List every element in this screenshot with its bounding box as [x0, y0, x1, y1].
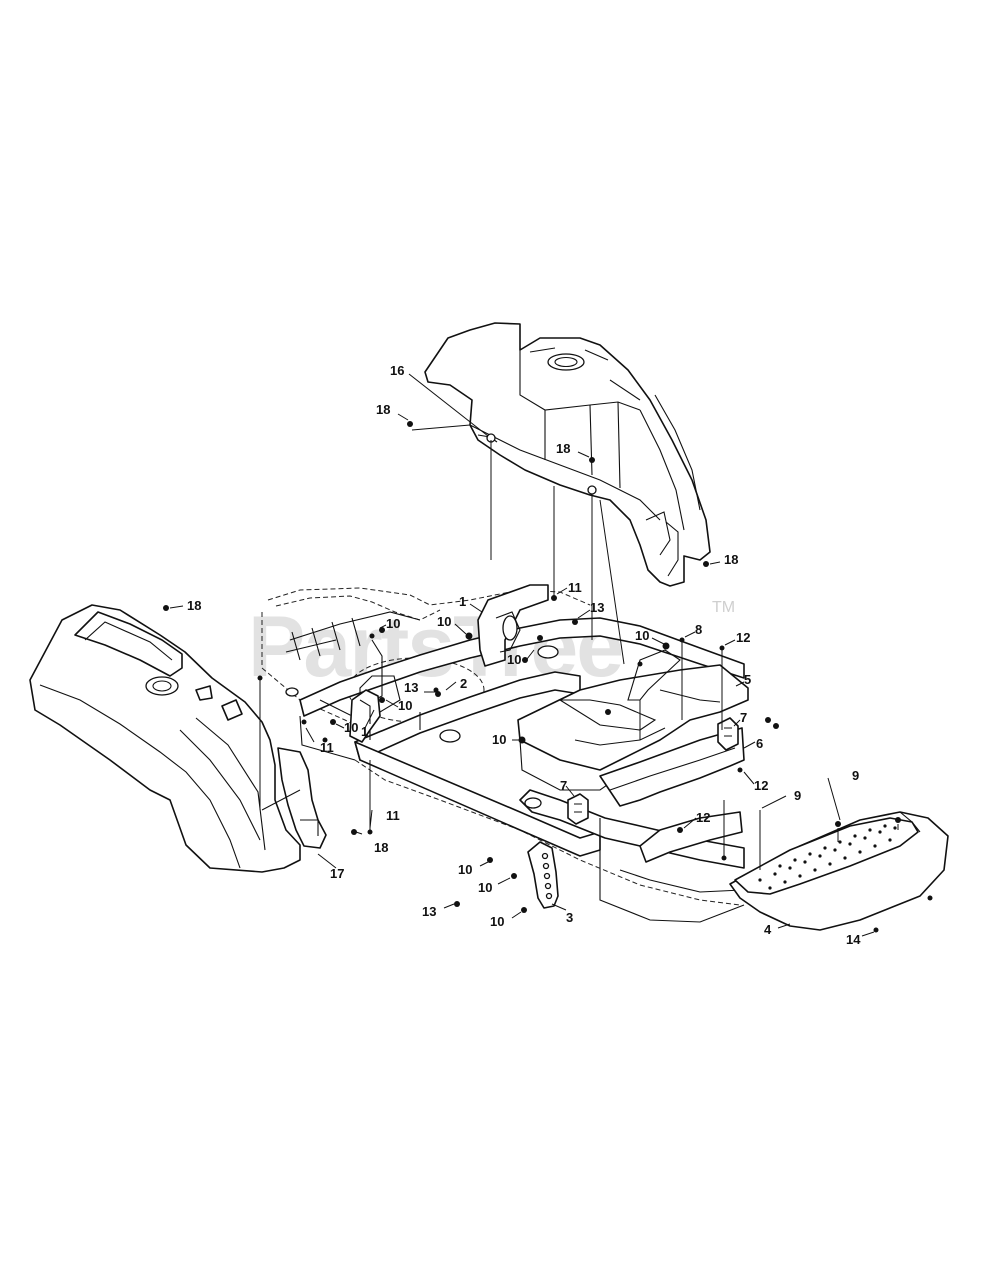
- callout-5: 5: [744, 672, 751, 687]
- callout-10-b: 10: [437, 614, 451, 629]
- front-console: [29, 604, 327, 873]
- callout-18-c: 18: [724, 552, 738, 567]
- callout-16: 16: [390, 363, 404, 378]
- clip-upper: [717, 717, 739, 751]
- bolt-18b: [589, 457, 595, 463]
- callout-labels: 16 18 18 18 18 18 1 1 2 3 4 5 6 7 7 8 9 …: [187, 363, 861, 947]
- callout-12-c: 12: [696, 810, 710, 825]
- bolt-18c: [703, 561, 709, 567]
- callout-11-a: 11: [568, 580, 582, 595]
- callout-18-e: 18: [374, 840, 388, 855]
- callout-3: 3: [566, 910, 573, 925]
- side-panel: [599, 727, 745, 807]
- callout-14: 14: [846, 932, 861, 947]
- alignment-guides: [259, 424, 899, 870]
- leader-lines: [169, 373, 875, 937]
- callout-6: 6: [756, 736, 763, 751]
- callout-10-c: 10: [507, 652, 521, 667]
- callout-13-b: 13: [404, 680, 418, 695]
- callout-18-b: 18: [556, 441, 570, 456]
- hardware: [163, 421, 933, 933]
- callout-10-f: 10: [398, 698, 412, 713]
- callout-12-b: 12: [754, 778, 768, 793]
- callout-18-d: 18: [187, 598, 201, 613]
- callout-4: 4: [764, 922, 772, 937]
- callout-9-b: 9: [794, 788, 801, 803]
- rear-fender-shroud: [424, 322, 711, 587]
- callout-12-a: 12: [736, 630, 750, 645]
- callout-8: 8: [695, 622, 702, 637]
- callout-10-j: 10: [490, 914, 504, 929]
- adjustment-plate: [527, 841, 559, 909]
- callout-18-a: 18: [376, 402, 390, 417]
- callout-13-c: 13: [422, 904, 436, 919]
- floor-pan: [639, 811, 949, 931]
- callout-2: 2: [460, 676, 467, 691]
- callout-13-a: 13: [590, 600, 604, 615]
- callout-10-i: 10: [478, 880, 492, 895]
- floor-pan-tread-dots: [758, 824, 897, 890]
- bolt-18e: [351, 829, 357, 835]
- callout-7-b: 7: [560, 778, 567, 793]
- callout-17: 17: [330, 866, 344, 881]
- callout-10-d: 10: [635, 628, 649, 643]
- callout-11-c: 11: [386, 808, 400, 823]
- clip-lower: [567, 793, 589, 825]
- bolt-18a: [407, 421, 413, 427]
- callout-10-h: 10: [458, 862, 472, 877]
- callout-1-b: 1: [361, 724, 368, 739]
- watermark-trademark: TM: [712, 599, 735, 616]
- bolt-18d: [163, 605, 169, 611]
- callout-7-a: 7: [740, 710, 747, 725]
- callout-11-b: 11: [320, 740, 334, 755]
- callout-10-e: 10: [344, 720, 358, 735]
- upright-bracket: [477, 584, 549, 667]
- callout-9-a: 9: [852, 768, 859, 783]
- callout-10-a: 10: [386, 616, 400, 631]
- callout-1-a: 1: [459, 594, 466, 609]
- callout-10-g: 10: [492, 732, 506, 747]
